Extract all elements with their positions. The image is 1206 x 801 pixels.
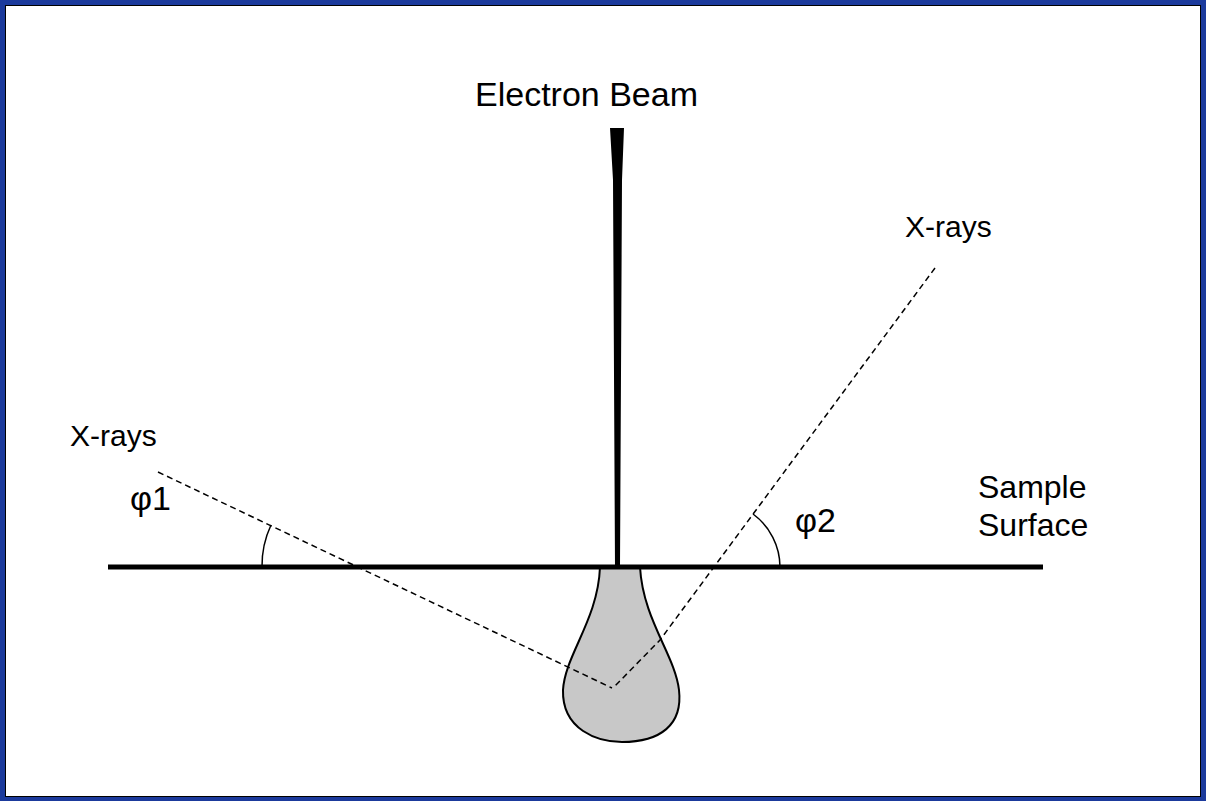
angle-arc-left [262,525,271,567]
interaction-volume [563,567,679,742]
angle-label: φ1 [130,478,171,519]
xray-path-right [615,268,935,686]
angle-label: φ2 [795,500,836,541]
xray-label: X-rays [905,209,992,245]
sample-surface-line [108,565,1043,570]
surface-label: Sample Surface [978,468,1148,545]
xray-label: X-rays [70,418,157,454]
angle-arc-right [753,514,780,567]
electron-beam-line [610,128,624,567]
xray-path-left [158,472,612,688]
beam-label: Electron Beam [475,74,698,115]
